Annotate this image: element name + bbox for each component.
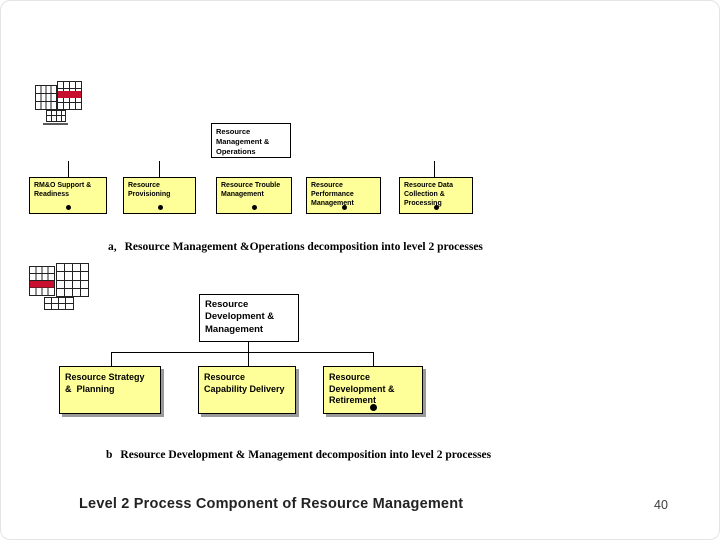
decomposition-dot	[341, 205, 347, 210]
caption-a: a, Resource Management &Operations decomp…	[108, 241, 483, 253]
caption-a-label: a,	[108, 241, 117, 253]
caption-a-text: Resource Management &Operations decompos…	[124, 241, 483, 253]
process-box-resource-data-collection-processing: Resource Data Collection & Processing	[399, 177, 473, 214]
etom-map-icon-operations	[35, 81, 82, 125]
process-box-label: Resource Trouble Management	[221, 182, 281, 199]
slide-title: Level 2 Process Component of Resource Ma…	[79, 496, 464, 512]
etom-map-icon-strategy	[29, 263, 89, 310]
process-box-parent-a: Resource Management & Operations	[211, 123, 291, 158]
caption-b-label: b	[106, 449, 113, 461]
process-box-label: Resource Performance Management	[311, 182, 354, 208]
decomposition-dot	[157, 205, 163, 210]
process-box-resource-strategy-planning: Resource Strategy & Planning	[59, 366, 161, 414]
connector-line	[373, 352, 374, 366]
process-box-parent-b: Resource Development & Management	[199, 294, 299, 342]
page-number: 40	[654, 498, 668, 512]
decomposition-dot	[66, 205, 71, 210]
connector-line	[68, 161, 69, 177]
connector-line	[111, 352, 112, 366]
decomposition-dot	[252, 205, 257, 210]
process-box-resource-development-retirement: Resource Development & Retirement	[323, 366, 423, 414]
process-box-label: Resource Capability Delivery	[204, 372, 285, 394]
process-box-resource-provisioning: Resource Provisioning	[123, 177, 196, 214]
process-box-resource-capability-delivery: Resource Capability Delivery	[198, 366, 296, 414]
connector-line	[159, 161, 160, 177]
process-box-label: Resource Development & Retirement	[329, 372, 395, 406]
connector-line	[111, 352, 374, 353]
decomposition-dot	[434, 205, 439, 210]
process-box-label: Resource Management & Operations	[216, 127, 270, 156]
caption-b-text: Resource Development & Management decomp…	[120, 449, 492, 461]
connector-line	[248, 342, 249, 366]
process-box-label: Resource Development & Management	[205, 299, 275, 335]
process-box-resource-trouble-management: Resource Trouble Management	[216, 177, 292, 214]
decomposition-dot	[370, 404, 377, 411]
process-box-label: Resource Data Collection & Processing	[404, 182, 454, 208]
process-box-rmo-support-readiness: RM&O Support & Readiness	[29, 177, 107, 214]
caption-b: b Resource Development & Management decom…	[106, 449, 491, 461]
highlighted-row	[58, 91, 81, 98]
connector-line	[434, 161, 435, 177]
highlighted-row	[30, 281, 54, 288]
process-box-label: RM&O Support & Readiness	[34, 182, 92, 199]
process-box-resource-performance-management: Resource Performance Management	[306, 177, 381, 214]
process-box-label: Resource Strategy & Planning	[65, 372, 145, 394]
process-box-label: Resource Provisioning	[128, 182, 171, 199]
